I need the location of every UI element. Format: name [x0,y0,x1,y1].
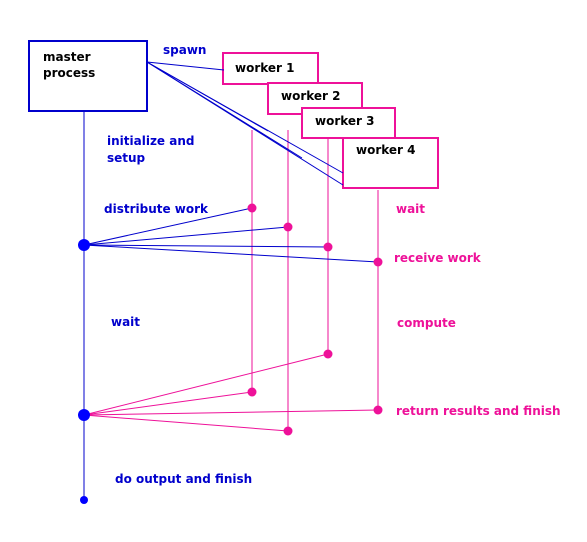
spawn-label: spawn [163,43,206,57]
worker-1-label: worker 1 [235,61,295,75]
collect-dot [78,409,90,421]
compute-label: compute [397,316,456,330]
worker-box-1: worker 1 [222,52,319,85]
master-labels: spawn initialize and setup distribute wo… [104,43,252,486]
init-label-line1: initialize and [107,134,194,148]
master-process-box: master process [28,40,148,112]
worker-wait-label: wait [396,202,425,216]
distribute-dot [78,239,90,251]
receive-label: receive work [394,251,482,265]
worker-4-label: worker 4 [356,143,416,157]
distribute-label: distribute work [104,202,209,216]
worker-labels: wait receive work compute return results… [394,202,561,418]
output-label: do output and finish [115,472,252,486]
worker-box-3: worker 3 [301,107,396,139]
master-wait-label: wait [111,315,140,329]
distribute-lines [83,207,379,263]
worker-3-label: worker 3 [315,114,375,128]
spawn-lines [146,61,344,186]
worker-2-label: worker 2 [281,89,341,103]
master-label-line1: master [43,50,91,64]
master-label-line2: process [43,66,95,80]
worker-box-4: worker 4 [342,137,439,189]
end-dot [80,496,88,504]
init-label-line2: setup [107,151,146,165]
master-dots [78,239,90,504]
return-lines [83,353,379,432]
worker-dots [247,203,383,436]
return-label: return results and finish [396,404,561,418]
